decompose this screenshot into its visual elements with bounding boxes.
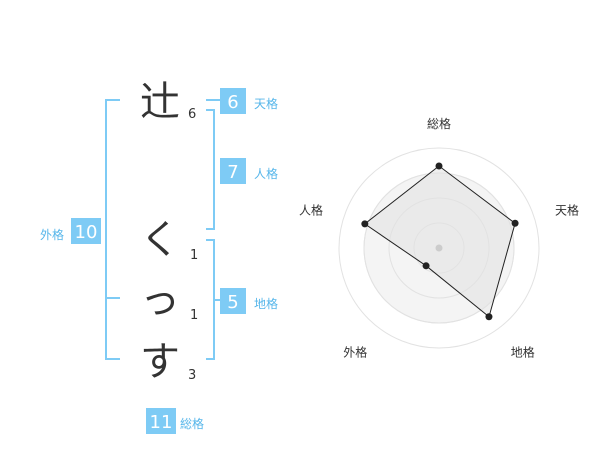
name-char-2: く	[140, 217, 180, 263]
soukaku-value: 11	[150, 412, 173, 433]
chikaku-bracket	[206, 239, 215, 360]
radar-point-4	[361, 220, 369, 228]
soukaku-box	[146, 408, 176, 434]
jinkaku-bracket	[206, 109, 215, 230]
radar-axis-label-gaikaku: 外格	[343, 345, 367, 360]
jinkaku-box	[220, 158, 246, 184]
name-char-3: っ	[140, 277, 180, 323]
radar-points	[361, 162, 519, 321]
gaikaku-box	[71, 218, 101, 244]
radar-center	[435, 244, 443, 252]
tenkaku-label: 天格	[254, 96, 278, 111]
radar-point-1	[511, 219, 519, 227]
stroke-count-1: 6	[188, 107, 196, 122]
radar-axis-label-chikaku: 地格	[511, 345, 535, 360]
radar-polygon	[363, 165, 516, 318]
radar-chart: 総格 天格 地格 外格 人格	[299, 116, 579, 360]
radar-axis-label-jinkaku: 人格	[299, 202, 323, 217]
jinkaku-value: 7	[227, 162, 238, 183]
gaikaku-label: 外格	[40, 227, 64, 242]
gaikaku-value: 10	[75, 222, 98, 243]
jinkaku-label: 人格	[254, 166, 278, 181]
chikaku-value: 5	[227, 292, 238, 313]
radar-point-0	[435, 162, 443, 170]
tenkaku-box	[220, 88, 246, 114]
stroke-count-2: 1	[190, 248, 198, 263]
radar-ring-4	[338, 147, 540, 349]
name-char-4: す	[140, 339, 180, 385]
chikaku-box	[220, 288, 246, 314]
stroke-count-3: 1	[190, 308, 198, 323]
soukaku-label: 総格	[180, 416, 204, 431]
radar-point-2	[485, 313, 493, 321]
name-char-1: 辻	[140, 79, 180, 125]
tenkaku-value: 6	[227, 92, 238, 113]
chikaku-label: 地格	[254, 296, 278, 311]
radar-point-3	[422, 262, 430, 270]
gaikaku-bracket	[105, 99, 120, 360]
radar-axis-label-tenkaku: 天格	[555, 202, 579, 217]
stroke-count-4: 3	[188, 368, 196, 383]
radar-axis-label-soukaku: 総格	[427, 116, 451, 131]
